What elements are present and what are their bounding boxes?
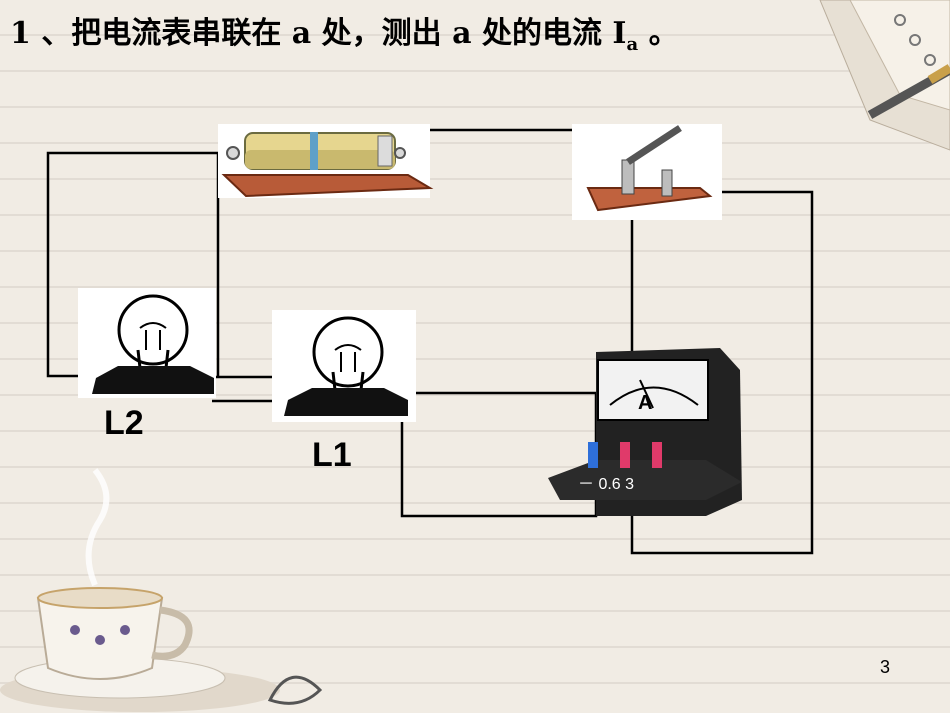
terminal-3-icon bbox=[652, 442, 662, 468]
bulb-l1 bbox=[272, 310, 416, 422]
ammeter-terminal-labels: － 0.6 3 bbox=[578, 476, 635, 493]
negative-terminal-icon bbox=[588, 442, 598, 468]
page-number: 3 bbox=[880, 657, 891, 677]
terminal-0-6-icon bbox=[620, 442, 630, 468]
glasses-icon bbox=[267, 675, 323, 705]
title-subscript: a bbox=[626, 34, 639, 55]
bulb-l2 bbox=[78, 288, 216, 398]
switch bbox=[572, 124, 722, 220]
notebook-decoration bbox=[819, 0, 950, 151]
teacup-decoration bbox=[0, 468, 323, 712]
title-end: 。 bbox=[638, 16, 679, 51]
label-l2: L2 bbox=[104, 404, 144, 442]
battery bbox=[218, 124, 434, 198]
slide-title: 1 、把电流表串联在 a 处，测出 a 处的电流 Ia 。 bbox=[10, 8, 679, 55]
label-l1: L1 bbox=[312, 436, 352, 474]
title-text: 1 、把电流表串联在 a 处，测出 a 处的电流 I bbox=[10, 16, 627, 51]
bulb-icon bbox=[312, 316, 384, 388]
switch-lever-icon bbox=[626, 125, 682, 165]
ammeter-letter: A bbox=[638, 392, 653, 414]
bulb-icon bbox=[117, 294, 189, 366]
ammeter bbox=[548, 348, 742, 516]
